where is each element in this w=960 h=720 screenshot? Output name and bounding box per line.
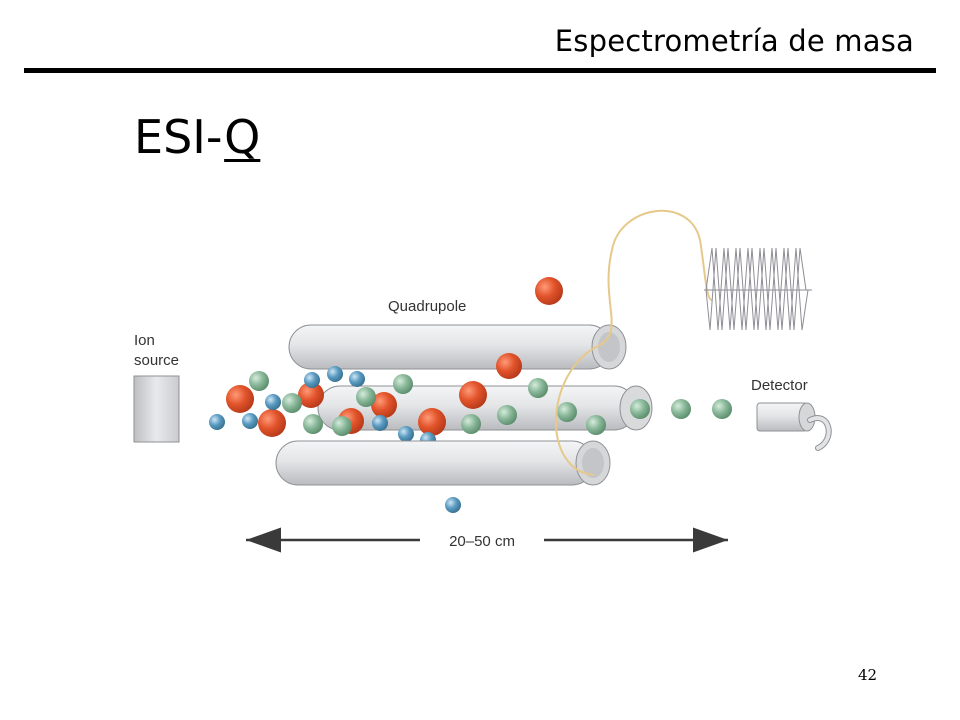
slide-title-prefix: ESI- <box>134 110 225 164</box>
ion-blue <box>242 413 258 429</box>
ion-green <box>461 414 481 434</box>
ion-red <box>535 277 563 305</box>
rf-waveform <box>704 247 812 331</box>
length-label: 20–50 cm <box>449 533 515 550</box>
ion-blue <box>349 371 365 387</box>
ion-red <box>459 381 487 409</box>
ion-green <box>630 399 650 419</box>
quadrupole-rod-top <box>288 324 627 370</box>
ion-green <box>586 415 606 435</box>
ion-green <box>356 387 376 407</box>
ion-green <box>282 393 302 413</box>
ion-green <box>332 416 352 436</box>
ion-blue <box>209 414 225 430</box>
ion-green <box>303 414 323 434</box>
ion-green <box>712 399 732 419</box>
ion-green <box>393 374 413 394</box>
header-title: Espectrometría de masa <box>554 24 914 58</box>
ion-green <box>497 405 517 425</box>
ion-red <box>496 353 522 379</box>
ion-source-label-line1: Ion <box>134 332 155 349</box>
quadrupole-rod-bottom <box>275 440 611 486</box>
ion-particles <box>209 277 606 513</box>
rf-wire <box>555 209 713 476</box>
detector-icon <box>756 402 832 451</box>
ion-source-box <box>133 375 180 443</box>
quadrupole-label: Quadrupole <box>388 298 466 315</box>
ion-red <box>258 409 286 437</box>
ion-blue <box>327 366 343 382</box>
ion-green <box>249 371 269 391</box>
ion-red <box>226 385 254 413</box>
ion-blue <box>265 394 281 410</box>
ion-red <box>418 408 446 436</box>
ion-blue <box>398 426 414 442</box>
ion-source-label-line2: source <box>134 352 179 369</box>
ion-green <box>557 402 577 422</box>
detector-label: Detector <box>751 377 808 394</box>
ion-red <box>371 392 397 418</box>
slide-title-q: Q <box>224 110 261 164</box>
ion-blue <box>304 372 320 388</box>
ion-red <box>298 382 324 408</box>
slide-title: ESI-Q <box>134 110 260 164</box>
ion-green <box>528 378 548 398</box>
header-divider <box>24 68 936 73</box>
ion-green <box>671 399 691 419</box>
ion-blue <box>445 497 461 513</box>
ion-blue <box>372 415 388 431</box>
page-number: 42 <box>858 666 878 684</box>
selected-ions <box>630 399 732 419</box>
